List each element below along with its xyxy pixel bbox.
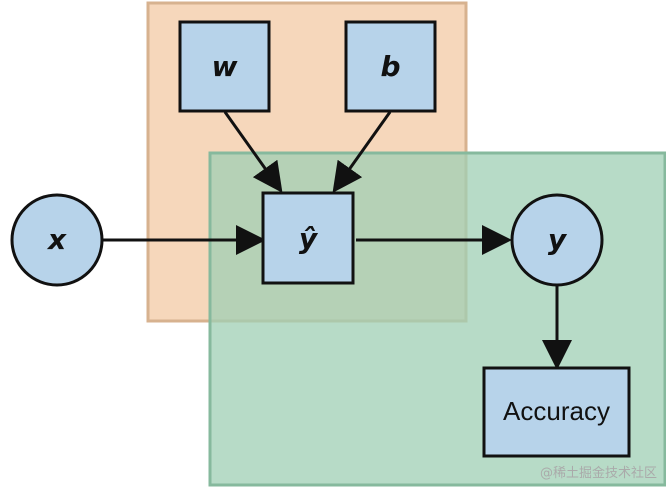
node-y: y bbox=[510, 193, 604, 287]
node-b-label: b bbox=[380, 50, 400, 83]
node-accuracy-label: Accuracy bbox=[503, 396, 610, 426]
edge-w-to-yhat bbox=[223, 111, 283, 193]
node-y-label: y bbox=[548, 223, 568, 256]
node-x: x bbox=[10, 193, 104, 287]
node-w-label: w bbox=[212, 50, 238, 83]
node-accuracy: Accuracy bbox=[482, 366, 631, 458]
node-x-label: x bbox=[46, 223, 67, 256]
node-yhat-label: ŷ bbox=[299, 222, 319, 255]
edge-b-to-yhat bbox=[332, 111, 392, 193]
node-b: b bbox=[344, 20, 437, 113]
node-w: w bbox=[178, 20, 271, 113]
watermark-text: @稀土掘金技术社区 bbox=[540, 465, 657, 481]
node-yhat: ŷ bbox=[261, 191, 355, 285]
